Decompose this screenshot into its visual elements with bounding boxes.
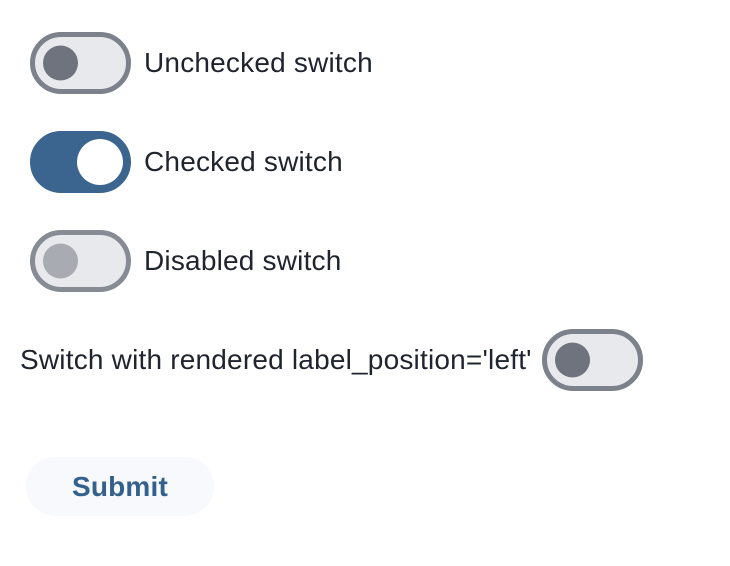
disabled-switch-label: Disabled switch [144,245,342,276]
switch-thumb [43,243,78,279]
unchecked-switch-label[interactable]: Unchecked switch [144,47,373,78]
switch-thumb [77,139,123,185]
checked-switch-toggle[interactable] [30,131,131,193]
switch-row-checked: Checked switch [30,131,730,193]
submit-button[interactable]: Submit [26,457,214,516]
switch-thumb [554,342,590,378]
switch-row-label-left: Switch with rendered label_position='lef… [20,329,730,391]
label-left-switch-label[interactable]: Switch with rendered label_position='lef… [20,344,532,375]
unchecked-switch-toggle[interactable] [30,32,131,94]
label-left-switch-toggle[interactable] [541,329,643,391]
disabled-switch-toggle [30,230,131,292]
switch-thumb [43,45,78,81]
switch-form: Unchecked switch Checked switch Disabled… [20,32,730,516]
checked-switch-label[interactable]: Checked switch [144,146,343,177]
switch-row-disabled: Disabled switch [30,230,730,292]
switch-row-unchecked: Unchecked switch [30,32,730,94]
